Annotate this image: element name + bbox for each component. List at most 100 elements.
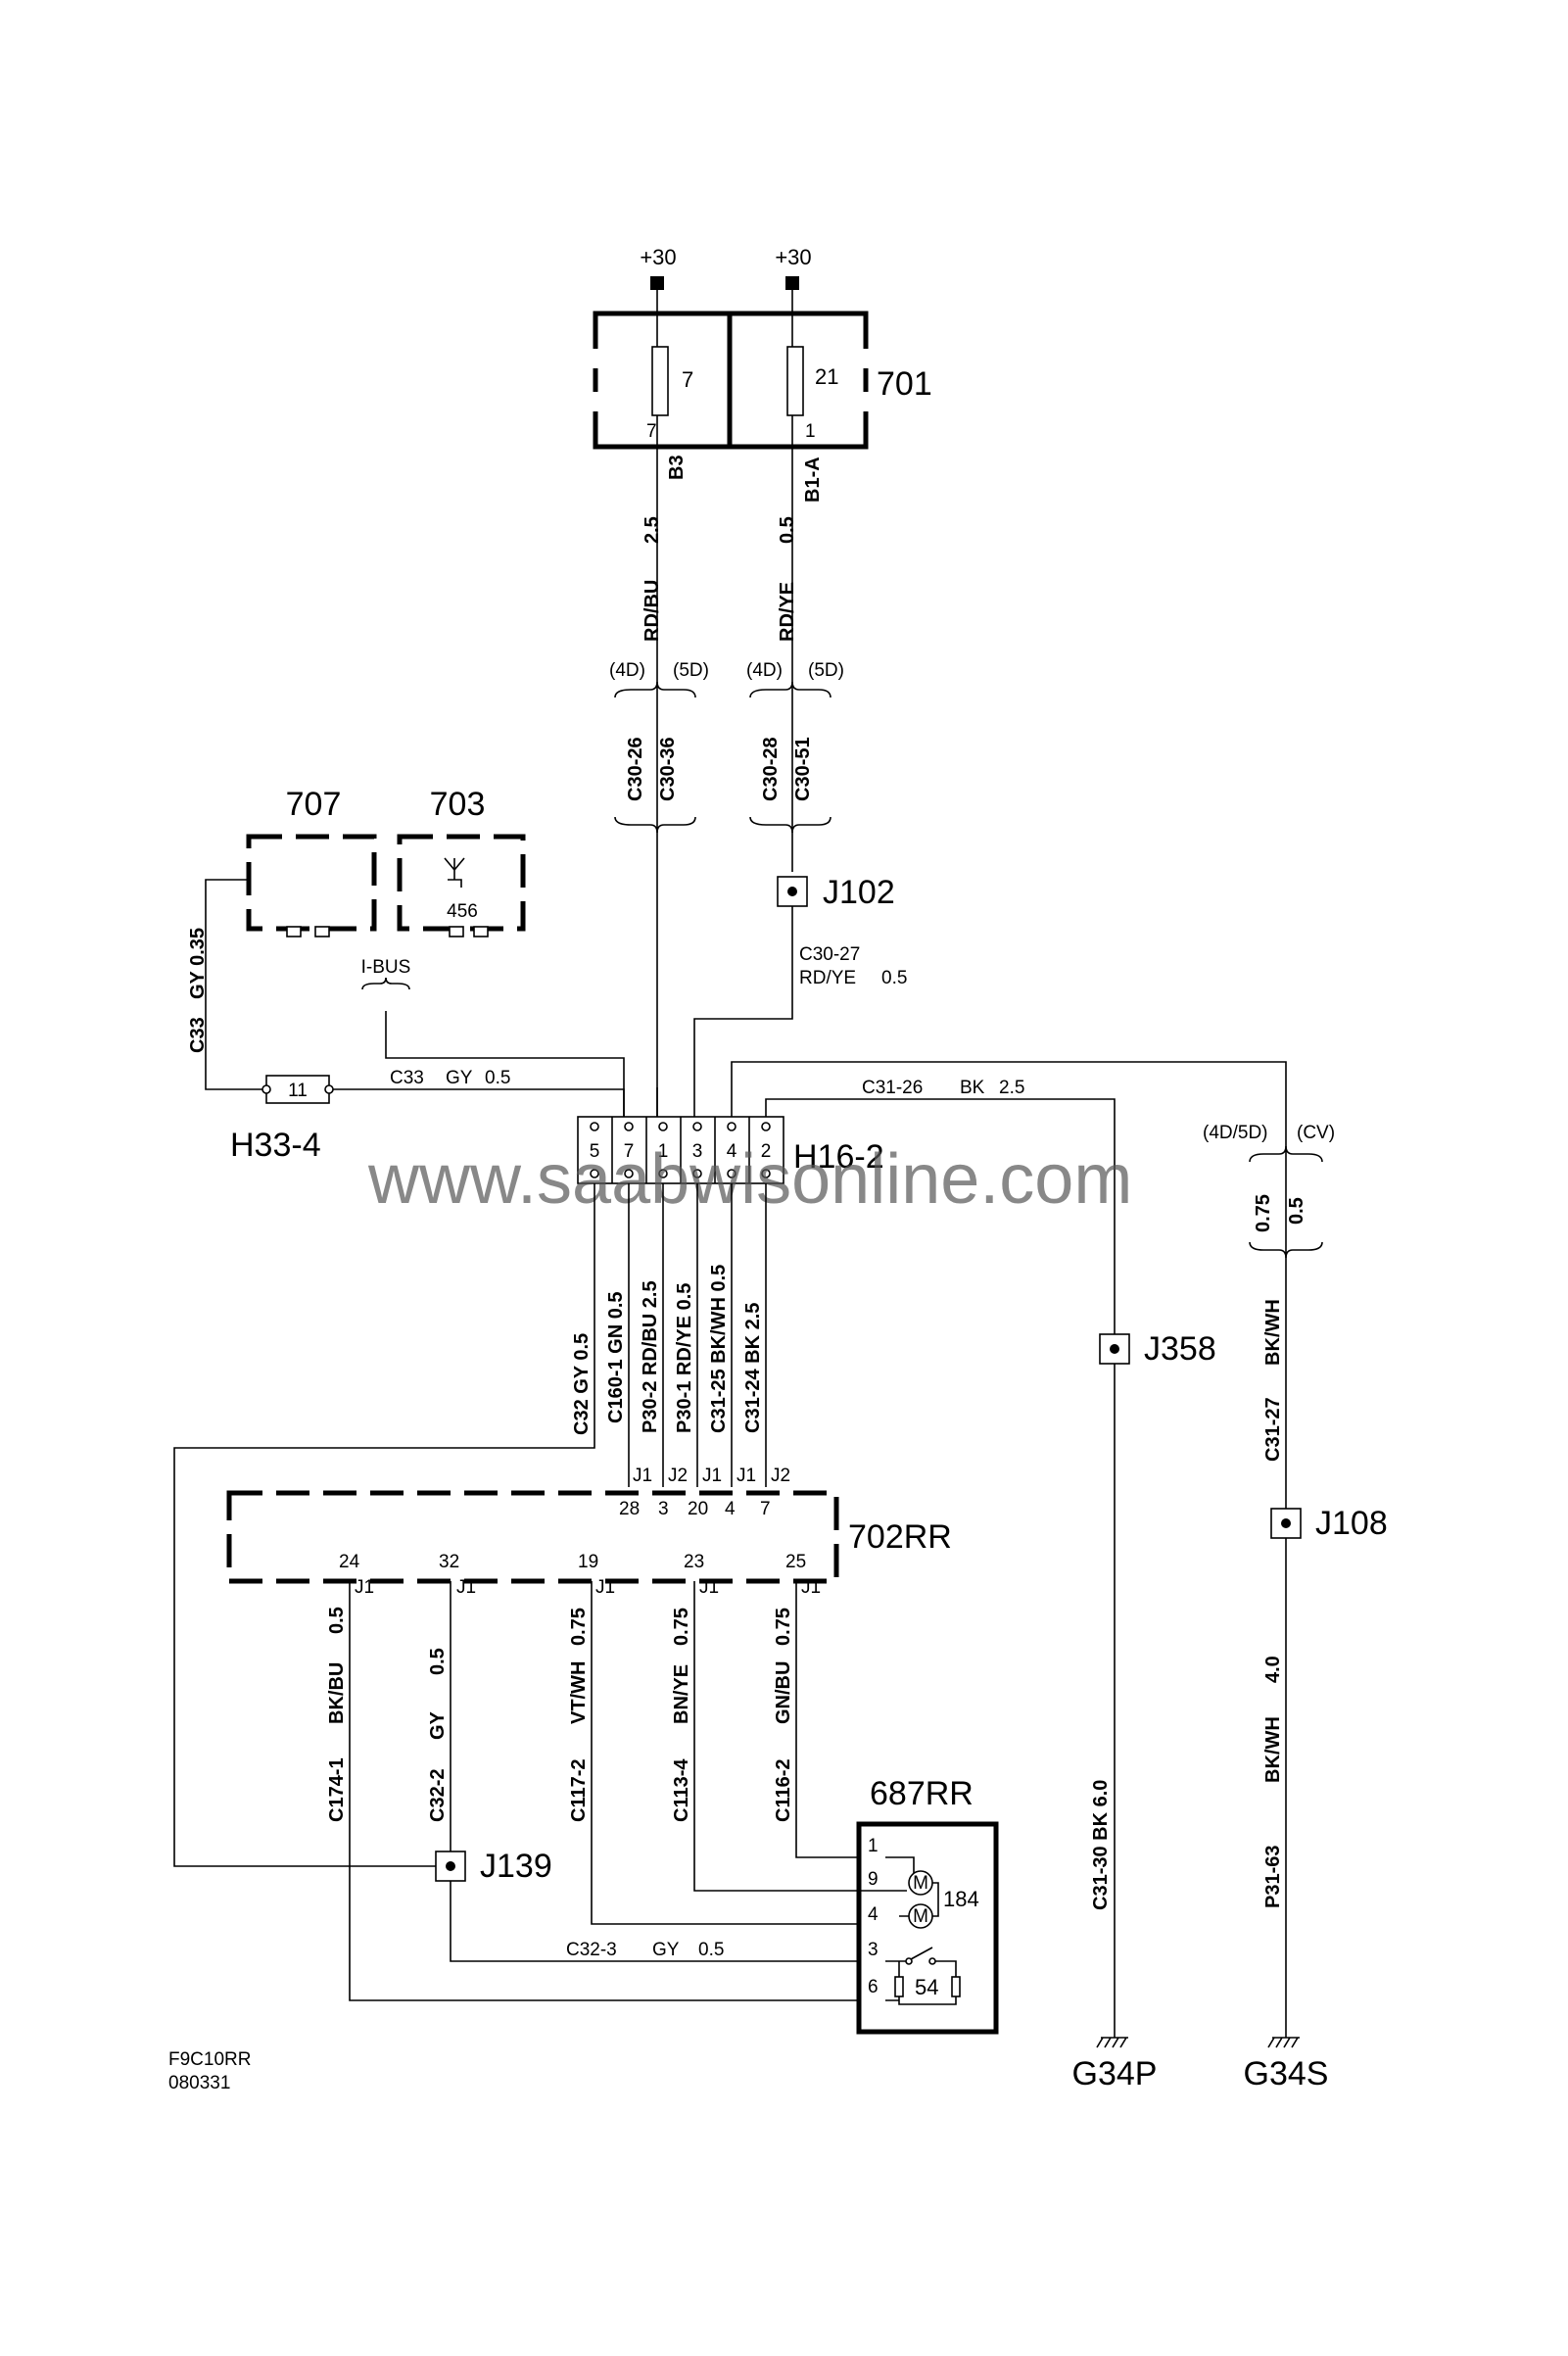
h33-pin-right [324,1084,334,1094]
mid-wire-c31-24: C31-24 BK 2.5 [742,1303,764,1433]
m687-pin-4: 4 [868,1904,879,1925]
wire-c30-27-spec: RD/YE [799,968,856,988]
wire-c174-1 [349,1581,885,2001]
brace-bottom-right [749,816,832,834]
h16-pin-4: 4 [727,1141,737,1162]
p702-bot-n-4: 25 [785,1552,806,1572]
wire-b1a-conn: B1-A [802,457,824,503]
wire-c32-3 [450,1881,885,1962]
splice-j108-dot [1281,1518,1291,1528]
p702-bot-j-1: J1 [456,1577,476,1598]
cv-variant-cv: (CV) [1297,1123,1335,1143]
cv-size-075: 0.75 [1253,1194,1274,1232]
wire-c30-27 [693,906,793,1117]
splice-j358-label: J358 [1144,1330,1216,1368]
wire-c30-27-size: 0.5 [881,968,907,988]
fuse-7-number: 7 [682,367,693,392]
variant-4d-right: (4D) [746,660,783,681]
variant-5d-left: (5D) [673,660,709,681]
wire-b1a-color: RD/YE [777,582,798,642]
p702-top-n-1: 3 [658,1499,669,1519]
module-703-pin-a [449,926,464,938]
wire-c32-3-size: 0.5 [698,1940,724,1960]
wire-b1a-size: 0.5 [777,516,798,544]
wire-c33-05 [333,1088,625,1117]
ground-right-size: 4.0 [1262,1656,1284,1683]
cv-brace-top [1249,1145,1323,1163]
lw-3-size: 0.75 [671,1608,692,1646]
module-703-label: 703 [430,786,486,823]
p702-bot-j-2: J1 [595,1577,615,1598]
connector-h33-4 [265,1075,330,1104]
wire-c113-4 [693,1581,860,1892]
lw-4-size: 0.75 [773,1608,794,1646]
p702-bot-j-3: J1 [699,1577,719,1598]
wire-c32-gy [173,1183,595,1867]
module-707-label: 707 [286,786,342,823]
connector-h33-4-label: H33-4 [230,1127,321,1164]
p702-bot-n-3: 23 [684,1552,704,1572]
lw-0-conn: C174-1 [326,1757,348,1822]
ibus-label: I-BUS [361,957,411,978]
m687-pin-3: 3 [868,1940,879,1960]
lw-3-color: BN/YE [671,1664,692,1724]
brace-bottom-left [614,816,696,834]
h16-pin-5: 5 [590,1141,600,1162]
wire-b3-color: RD/BU [641,580,663,642]
wire-c31-26-size: 2.5 [999,1078,1024,1098]
wire-c31-26-conn: C31-26 [862,1078,923,1098]
wire-c33-05-size: 0.5 [485,1068,510,1088]
ground-symbol-left [1096,2037,1128,2048]
connector-h16-2-label: H16-2 [793,1138,884,1176]
ground-symbol-right [1267,2037,1300,2048]
splice-j108-label: J108 [1315,1505,1388,1542]
cv-variant-4d5d: (4D/5D) [1203,1123,1268,1143]
switch-icon [885,1947,961,2005]
antenna-number: 456 [447,901,478,922]
fuse-21-pin: 1 [805,421,816,442]
lw-3-conn: C113-4 [671,1758,692,1822]
lw-0-size: 0.5 [326,1607,348,1634]
supply-label-left: +30 [640,245,676,269]
antenna-icon [444,857,465,888]
wire-c33-spec: GY 0.35 [187,928,209,999]
m687-pin-9: 9 [868,1869,879,1890]
watermark: www.saabwisonline.com [367,1140,1132,1219]
module-687rr [856,1821,999,2035]
fuse-7-pin: 7 [646,421,657,442]
motor-upper-label: M [913,1873,928,1894]
supply-label-right: +30 [775,245,811,269]
wire-c33-05-color: GY [446,1068,473,1088]
mid-wire-c160-1: C160-1 GN 0.5 [605,1291,627,1423]
wire-ibus [385,1011,625,1117]
p702-top-n-2: 20 [688,1499,708,1519]
lw-4-color: GN/BU [773,1661,794,1724]
ground-right-color: BK/WH [1262,1716,1284,1783]
motor-link [899,1882,939,1917]
wire-c33-conn: C33 [187,1017,209,1053]
module-703-pin-b [473,926,489,938]
p702-top-j-4: J2 [771,1466,790,1486]
wire-c116-2 [795,1581,860,1858]
module-707-pin-a [286,926,302,938]
cv-size-05: 0.5 [1286,1197,1307,1225]
wire-c31-26-color: BK [960,1078,985,1098]
ground-left-wire: C31-30 BK 6.0 [1090,1780,1112,1910]
h33-pin-left [261,1084,271,1094]
mid-wire-p30-1: P30-1 RD/YE 0.5 [674,1283,695,1433]
ibus-brace [361,977,410,990]
lw-4-conn: C116-2 [773,1759,794,1823]
wire-c117-2 [591,1581,860,1925]
p702-top-j-2: J1 [702,1466,722,1486]
m687-pin-1: 1 [868,1836,879,1856]
pin-c30-26: C30-26 [625,737,646,801]
connector-h16-2 [577,1116,784,1184]
splice-j139-label: J139 [480,1848,552,1885]
right-wire-color: BK/WH [1262,1299,1284,1366]
wire-c30-27-conn: C30-27 [799,944,860,965]
ground-g34p-label: G34P [1072,2055,1158,2092]
fuse-21-number: 21 [815,364,838,389]
h16-pin-1: 1 [658,1141,669,1162]
pin-c30-51: C30-51 [792,737,814,801]
